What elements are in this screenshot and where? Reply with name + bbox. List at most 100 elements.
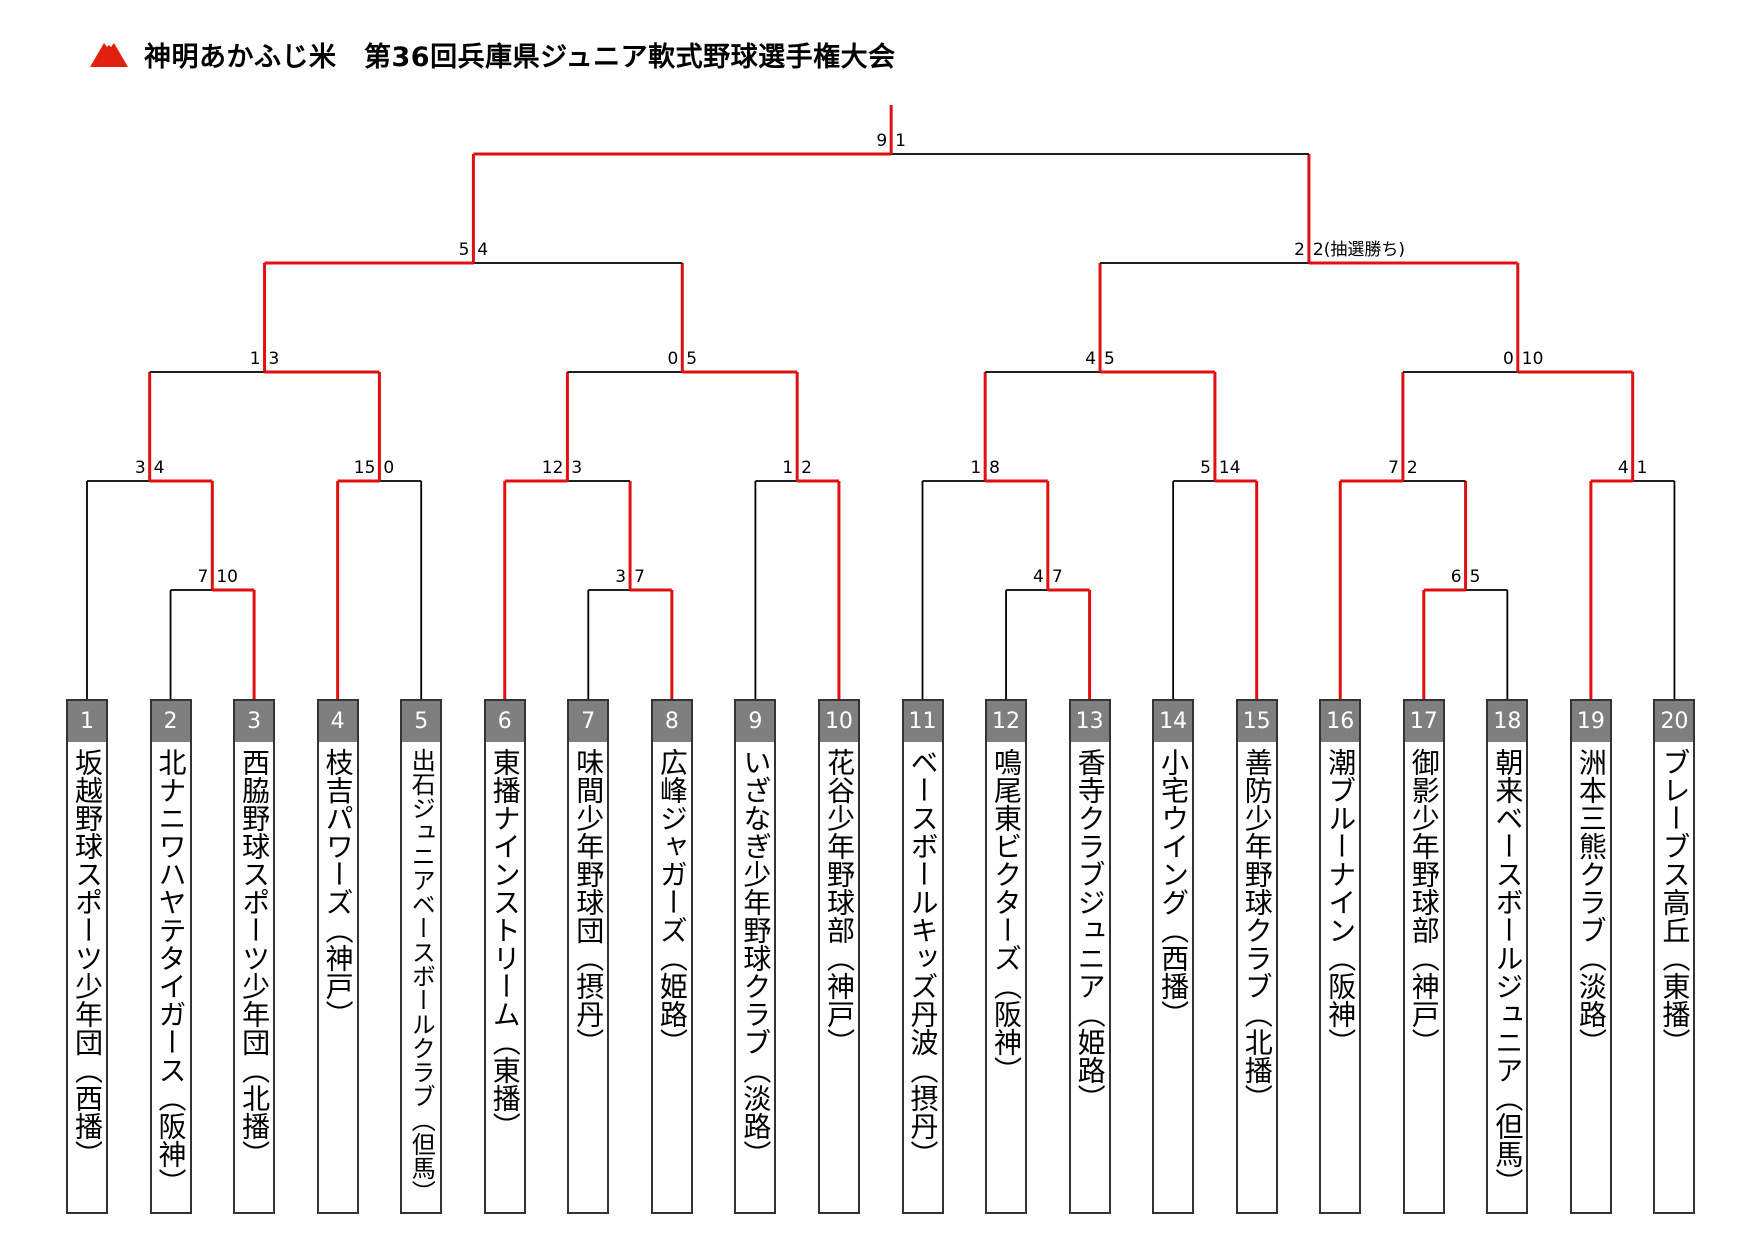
- team-name-text: 小宅ウイング: [1157, 748, 1191, 916]
- team-region: （摂丹）: [572, 944, 606, 1056]
- team-number: 15: [1237, 701, 1276, 742]
- team-name-text: 出石ジュニアベースボールクラブ: [407, 748, 436, 1108]
- team-name-text: 坂越野球スポーツ少年団: [71, 748, 104, 1056]
- score-left: 15: [354, 458, 376, 478]
- team-number: 4: [318, 701, 357, 742]
- page-title: 神明あかふじ米 第36回兵庫県ジュニア軟式野球選手権大会: [90, 36, 896, 73]
- score-left: 12: [542, 458, 564, 478]
- team-name: いざなぎ少年野球クラブ（淡路）: [736, 742, 774, 1208]
- team-name-text: 善防少年野球クラブ: [1240, 748, 1274, 1000]
- score-left: 4: [1085, 349, 1096, 369]
- team-region: （淡路）: [739, 1056, 773, 1168]
- team-region: （但馬）: [1491, 1084, 1525, 1196]
- team-region: （西播）: [71, 1056, 104, 1168]
- team-region: （阪神）: [990, 972, 1024, 1084]
- tournament-title: 神明あかふじ米 第36回兵庫県ジュニア軟式野球選手権大会: [144, 41, 896, 73]
- team-name-text: 味間少年野球団: [572, 748, 606, 944]
- team-name: 花谷少年野球部（神戸）: [820, 742, 858, 1208]
- team-entry: 7 味間少年野球団（摂丹）: [567, 699, 610, 1214]
- team-number: 5: [402, 701, 441, 742]
- team-number: 3: [235, 701, 274, 742]
- team-number: 11: [903, 701, 942, 742]
- team-name-text: 潮ブルーナイン: [1324, 748, 1358, 944]
- team-number: 2: [151, 701, 190, 742]
- score-right: 7: [634, 567, 645, 587]
- team-name: 鳴尾東ビクターズ（阪神）: [987, 742, 1025, 1208]
- score-right: 1: [895, 131, 906, 151]
- team-number: 6: [485, 701, 524, 742]
- score-right: 2: [801, 458, 812, 478]
- team-name-text: 花谷少年野球部: [822, 748, 856, 944]
- score-left: 1: [970, 458, 981, 478]
- score-left: 7: [1388, 458, 1399, 478]
- score-right: 3: [571, 458, 582, 478]
- team-number: 18: [1488, 701, 1527, 742]
- score-left: 3: [135, 458, 146, 478]
- score-left: 3: [615, 567, 626, 587]
- team-name: 善防少年野球クラブ（北播）: [1238, 742, 1276, 1208]
- team-name-text: ベースボールキッズ丹波: [906, 748, 940, 1056]
- team-name-text: 枝吉パワーズ: [321, 748, 355, 916]
- score-right: 14: [1219, 458, 1241, 478]
- team-number: 12: [987, 701, 1026, 742]
- team-name-text: ブレーブス高丘: [1658, 748, 1692, 944]
- team-number: 19: [1571, 701, 1610, 742]
- team-number: 1: [68, 701, 106, 742]
- team-number: 10: [819, 701, 858, 742]
- score-right: 5: [1470, 567, 1481, 587]
- team-name: ブレーブス高丘（東播）: [1655, 742, 1693, 1208]
- team-region: （神戸）: [1407, 944, 1441, 1056]
- score-left: 7: [197, 567, 208, 587]
- team-entry: 18 朝来ベースボールジュニア（但馬）: [1486, 699, 1529, 1214]
- team-region: （神戸）: [822, 944, 856, 1056]
- team-name: ベースボールキッズ丹波（摂丹）: [904, 742, 942, 1208]
- team-name: 坂越野球スポーツ少年団（西播）: [68, 742, 106, 1208]
- score-left: 4: [1033, 567, 1044, 587]
- score-right: 4: [477, 240, 488, 260]
- team-region: （北播）: [238, 1056, 272, 1168]
- team-name: 香寺クラブジュニア（姫路）: [1071, 742, 1109, 1208]
- team-name-text: 朝来ベースボールジュニア: [1491, 748, 1525, 1084]
- score-left: 0: [667, 349, 678, 369]
- team-name-text: 洲本三熊クラブ: [1574, 748, 1608, 944]
- score-right: 4: [154, 458, 165, 478]
- score-right: 5: [1104, 349, 1115, 369]
- team-region: （阪神）: [154, 1084, 188, 1196]
- team-region: （北播）: [1240, 1000, 1274, 1112]
- team-region: （神戸）: [321, 916, 355, 1028]
- team-region: （姫路）: [1073, 1000, 1107, 1112]
- score-left: 5: [459, 240, 470, 260]
- team-name: 出石ジュニアベースボールクラブ（但馬）: [402, 742, 440, 1208]
- score-right: 7: [1052, 567, 1063, 587]
- team-number: 17: [1404, 701, 1443, 742]
- score-left: 0: [1503, 349, 1514, 369]
- score-left: 4: [1618, 458, 1629, 478]
- score-left: 1: [782, 458, 793, 478]
- team-name: 東播ナインストリーム（東播）: [486, 742, 524, 1208]
- team-number: 8: [652, 701, 691, 742]
- team-name-text: 東播ナインストリーム: [488, 748, 522, 1028]
- team-region: （摂丹）: [906, 1056, 940, 1168]
- score-right: 1: [1637, 458, 1648, 478]
- score-right: 10: [1522, 349, 1544, 369]
- team-number: 14: [1154, 701, 1193, 742]
- team-name: 広峰ジャガーズ（姫路）: [653, 742, 691, 1208]
- score-right: 3: [269, 349, 280, 369]
- team-number: 20: [1655, 701, 1694, 742]
- team-name: 御影少年野球部（神戸）: [1405, 742, 1443, 1208]
- score-right: 10: [216, 567, 238, 587]
- team-number: 7: [569, 701, 608, 742]
